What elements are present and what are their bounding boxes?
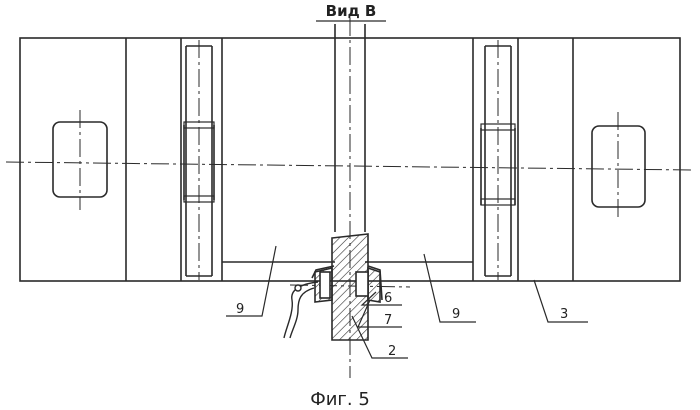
label-center-9: 9 [452, 307, 460, 322]
right-guide-rail [481, 38, 518, 281]
view-title: Вид В [326, 2, 377, 20]
label-2: 2 [388, 344, 396, 359]
left-guide-rail [181, 38, 214, 281]
horizontal-centerline [6, 162, 692, 170]
figure-caption: Фиг. 5 [310, 389, 370, 410]
label-left-9: 9 [236, 302, 244, 317]
leader-center-9 [424, 254, 476, 322]
label-7: 7 [384, 313, 392, 328]
label-right-3: 3 [560, 307, 568, 322]
label-6: 6 [384, 291, 392, 306]
cable-connector [295, 285, 301, 291]
cable-wire [284, 282, 318, 338]
